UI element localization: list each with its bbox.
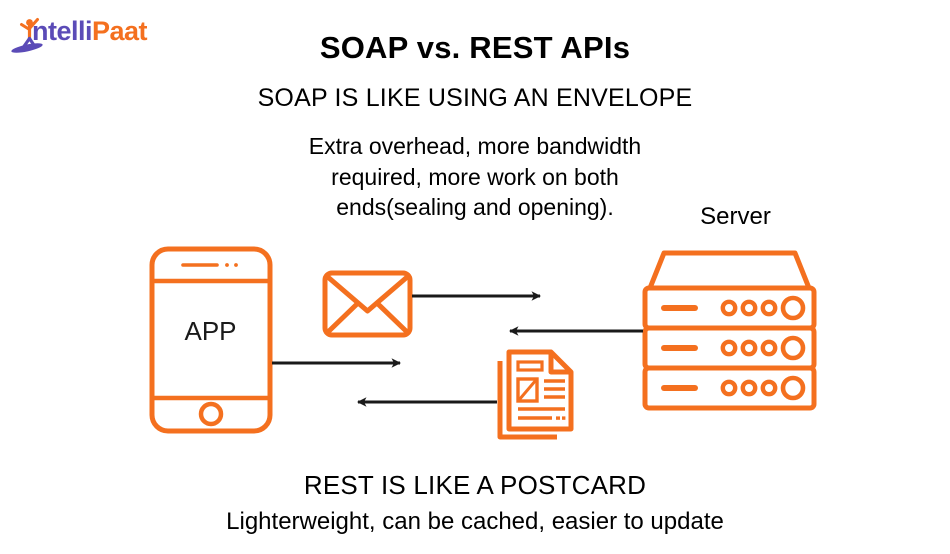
client-phone[interactable]	[149, 246, 273, 434]
envelope-icon[interactable]	[322, 270, 413, 338]
rest-title: REST IS LIKE A POSTCARD	[303, 470, 647, 500]
logo-text-ntelli: ntelli	[32, 16, 93, 46]
logo-text-paat: Paat	[92, 16, 148, 46]
intellipaat-logo[interactable]: ntelliPaat	[8, 10, 148, 56]
soap-subtitle: SOAP IS LIKE USING AN ENVELOPE	[257, 84, 693, 112]
postcard-document-icon[interactable]	[497, 349, 574, 440]
logo-wordmark: ntelliPaat	[32, 16, 148, 46]
soap-description-line-2: required, more work on both	[331, 163, 619, 190]
soap-description-line-1: Extra overhead, more bandwidth	[308, 133, 642, 159]
soap-description-line-3: ends(sealing and opening).	[336, 194, 614, 221]
client-app-label: APP	[184, 316, 237, 346]
server-label: Server	[700, 203, 771, 230]
logo-figure-icon	[11, 18, 43, 53]
soap-description: Extra overhead, more bandwidth required,…	[0, 131, 950, 223]
rest-description: Lighterweight, can be cached, easier to …	[226, 508, 724, 535]
page-title: SOAP vs. REST APIs	[319, 30, 631, 65]
server-rack[interactable]	[642, 250, 817, 411]
